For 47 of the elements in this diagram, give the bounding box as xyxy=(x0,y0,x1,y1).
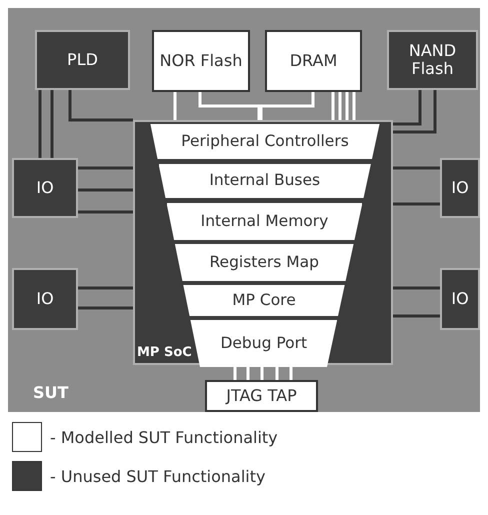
layer-band: Internal Memory xyxy=(166,203,362,240)
component-box: IO xyxy=(440,268,480,330)
connector-line xyxy=(174,92,176,122)
connector-line xyxy=(50,90,54,158)
connector-line xyxy=(290,365,292,380)
component-box: IO xyxy=(440,158,480,218)
connector-line xyxy=(346,92,348,122)
connector-line xyxy=(78,188,133,192)
connector-line xyxy=(260,92,314,122)
connector-line xyxy=(338,92,342,122)
connector-line xyxy=(393,90,422,126)
soc-block xyxy=(133,120,393,365)
connector-line xyxy=(78,210,133,214)
connector-line xyxy=(78,286,133,290)
connector-line xyxy=(393,286,440,290)
component-box: NAND Flash xyxy=(387,30,478,90)
connector-line xyxy=(393,166,440,170)
layer-band: MP Core xyxy=(183,285,345,316)
component-box: IO xyxy=(12,268,78,330)
connector-line xyxy=(68,90,133,122)
connector-line xyxy=(393,314,440,318)
connector-line xyxy=(246,365,250,380)
legend-text: - Unused SUT Functionality xyxy=(50,466,266,486)
layer-band: Registers Map xyxy=(174,244,354,281)
connector-line xyxy=(38,90,42,158)
component-box: NOR Flash xyxy=(152,30,250,92)
panel-title: MP SoC xyxy=(137,346,192,361)
system-panel xyxy=(8,8,480,412)
connector-line xyxy=(78,166,133,170)
component-box: JTAG TAP xyxy=(205,380,318,412)
component-box: PLD xyxy=(35,30,130,90)
connector-line xyxy=(234,365,236,380)
connector-line xyxy=(276,365,278,380)
connector-line xyxy=(260,365,264,380)
layer-band: Debug Port xyxy=(190,320,338,367)
layer-band: Internal Buses xyxy=(158,164,371,198)
connector-line xyxy=(393,90,436,134)
layer-band: Peripheral Controllers xyxy=(150,124,380,159)
connector-line xyxy=(198,92,260,122)
component-box: DRAM xyxy=(265,30,362,92)
connector-line xyxy=(393,202,440,206)
panel-title: SUT xyxy=(33,384,68,402)
legend-text: - Modelled SUT Functionality xyxy=(50,428,278,446)
connector-line xyxy=(78,306,133,310)
component-box: IO xyxy=(12,158,78,218)
connector-line xyxy=(332,92,334,122)
connector-line xyxy=(352,92,356,122)
